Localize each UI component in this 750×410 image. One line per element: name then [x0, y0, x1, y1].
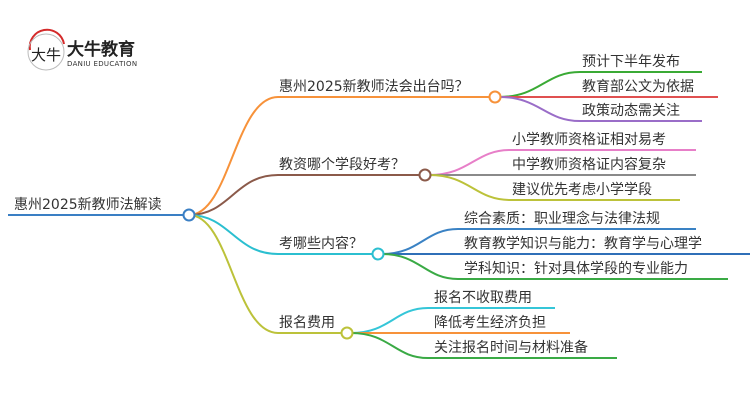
branch-4-topic[interactable]: 报名费用	[279, 315, 335, 331]
leaf-line	[350, 332, 617, 359]
leaf-line	[381, 253, 728, 280]
leaf-topic[interactable]: 教育教学知识与能力：教育学与心理学	[464, 235, 702, 252]
leaf-topic[interactable]: 降低考生经济负担	[434, 315, 546, 331]
leaf-topic[interactable]: 预计下半年发布	[582, 54, 680, 70]
leaf-line	[498, 96, 702, 122]
root-topic[interactable]: 惠州2025新教师法解读	[14, 196, 162, 213]
branch-2-toggle[interactable]	[418, 168, 432, 182]
branch-3-topic[interactable]: 考哪些内容？	[279, 235, 363, 252]
branch-3-line	[188, 214, 374, 255]
branch-4-toggle[interactable]	[340, 326, 354, 340]
branch-2-topic[interactable]: 教资哪个学段好考？	[279, 157, 405, 173]
branch-1-toggle[interactable]	[488, 90, 502, 104]
leaf-line	[350, 307, 555, 334]
logo-mark-text: 大牛	[31, 46, 61, 64]
leaf-topic[interactable]: 学科知识：针对具体学段的专业能力	[464, 260, 688, 277]
leaf-line	[428, 174, 680, 201]
branch-4-line	[188, 214, 343, 334]
leaf-topic[interactable]: 建议优先考虑小学学段	[512, 182, 652, 198]
leaf-topic[interactable]: 中学教师资格证内容复杂	[512, 156, 666, 173]
leaf-topic[interactable]: 政策动态需关注	[582, 102, 680, 119]
leaf-topic[interactable]: 小学教师资格证相对易考	[512, 132, 666, 148]
leaf-line	[428, 149, 696, 176]
leaf-topic[interactable]: 报名不收取费用	[434, 290, 532, 306]
branch-2-line	[188, 174, 421, 216]
leaf-topic[interactable]: 教育部公文为依据	[582, 79, 694, 95]
leaf-line	[381, 228, 696, 255]
logo: 大牛 大牛教育 DANIU EDUCATION	[27, 28, 137, 71]
branch-3-toggle[interactable]	[371, 247, 385, 261]
leaf-line	[498, 71, 702, 98]
leaf-topic[interactable]: 关注报名时间与材料准备	[434, 339, 588, 356]
branch-1-line	[188, 96, 492, 216]
root-node-toggle[interactable]	[182, 208, 196, 222]
logo-name-en: DANIU EDUCATION	[67, 60, 137, 68]
leaf-topic[interactable]: 综合素质：职业理念与法律法规	[464, 210, 660, 227]
branch-1-topic[interactable]: 惠州2025新教师法会出台吗？	[279, 79, 469, 95]
logo-name-cn: 大牛教育	[67, 39, 135, 60]
